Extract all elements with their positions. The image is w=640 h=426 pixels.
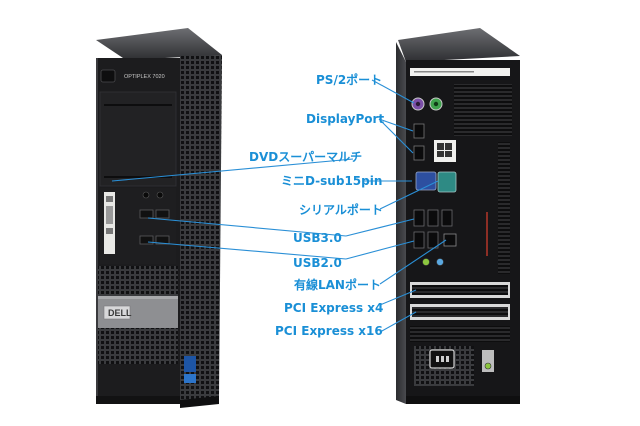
- rear-usb3-port[interactable]: [427, 209, 439, 227]
- rear-side-vent: [498, 142, 510, 274]
- front-usb3-port[interactable]: [155, 209, 170, 219]
- rear-usb2-port[interactable]: [427, 231, 439, 249]
- label-ps2-port: PS/2ポート: [316, 73, 383, 87]
- rear-usb2-port[interactable]: [413, 231, 425, 249]
- dvd-drive: [99, 91, 177, 187]
- intel-badge: [184, 356, 196, 372]
- rear-usb3-port[interactable]: [441, 209, 453, 227]
- displayport-2[interactable]: [413, 145, 425, 161]
- front-case: OPTIPLEX 7020 DELL: [96, 28, 222, 408]
- line-out-jack[interactable]: [422, 258, 430, 266]
- power-button[interactable]: [100, 69, 116, 83]
- front-usb3-port[interactable]: [139, 209, 154, 219]
- mic-jack[interactable]: [156, 191, 164, 199]
- rear-fan-vent: [454, 84, 512, 136]
- front-usb2-port[interactable]: [139, 235, 154, 245]
- serial-port[interactable]: [437, 171, 457, 193]
- back-case: [396, 28, 520, 404]
- label-usb3: USB3.0: [293, 231, 342, 245]
- front-usb2-port[interactable]: [155, 235, 170, 245]
- label-pcie-x4: PCI Express x4: [284, 301, 384, 315]
- label-pcie-x16: PCI Express x16: [275, 324, 383, 338]
- callout-lines: [111, 79, 447, 333]
- windows-badge: [184, 374, 196, 383]
- line-in-jack[interactable]: [436, 258, 444, 266]
- vga-port[interactable]: [415, 171, 437, 191]
- model-text: OPTIPLEX 7020: [124, 74, 165, 80]
- headphone-jack[interactable]: [142, 191, 150, 199]
- label-serial-port: シリアルポート: [299, 203, 383, 217]
- displayport-1[interactable]: [413, 123, 425, 139]
- dell-logo: DELL: [108, 308, 132, 318]
- label-lan-port: 有線LANポート: [294, 278, 381, 292]
- label-usb2: USB2.0: [293, 256, 342, 270]
- side-vent-mesh: [178, 55, 222, 402]
- label-displayport: DisplayPort: [306, 112, 385, 126]
- label-vga-port: ミニD-sub15pin: [281, 174, 383, 188]
- label-dvd-drive: DVDスーパーマルチ: [249, 150, 363, 164]
- lan-port[interactable]: [443, 233, 457, 247]
- rear-usb3-port[interactable]: [413, 209, 425, 227]
